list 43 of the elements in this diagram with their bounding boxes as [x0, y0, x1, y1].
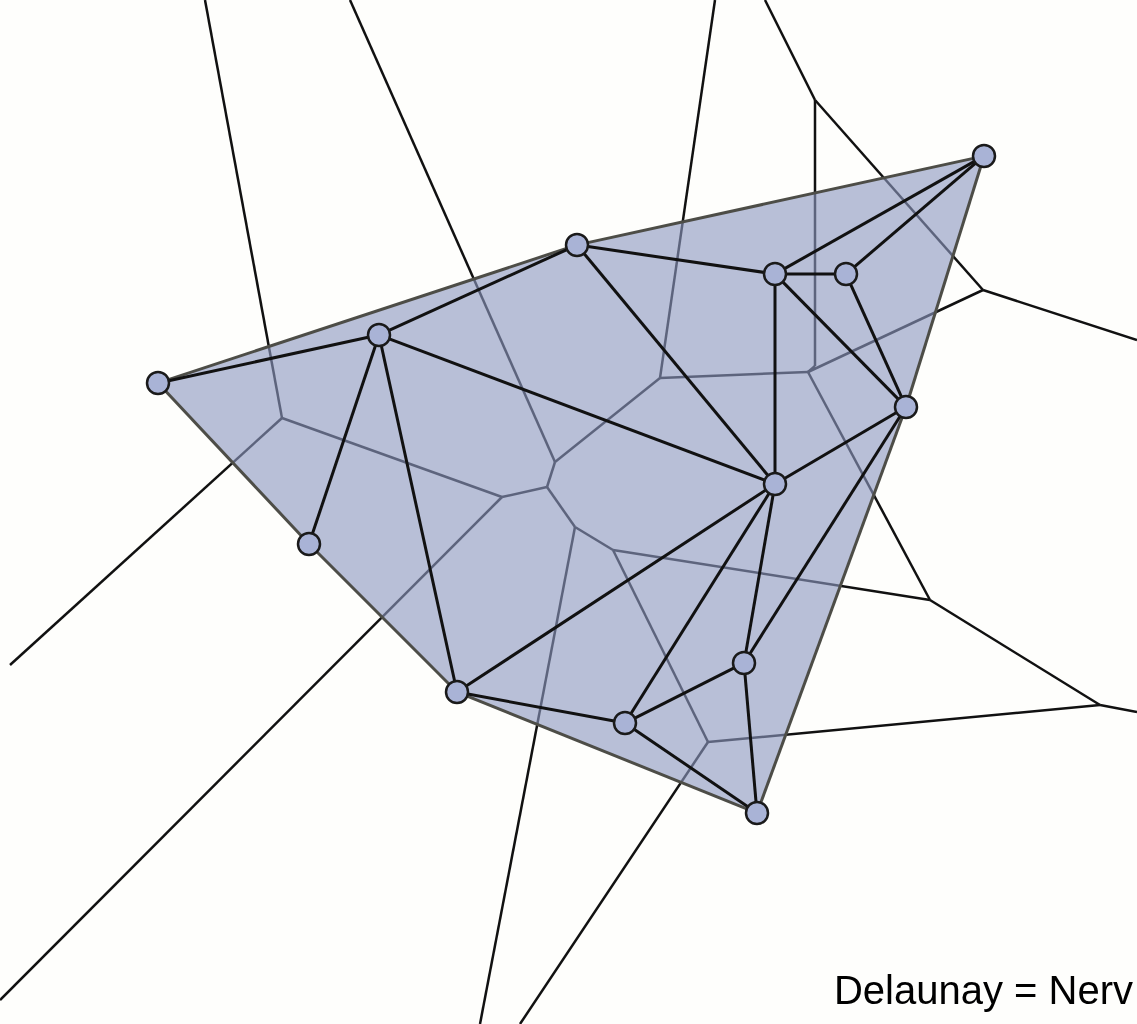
triangulation-edge	[786, 272, 835, 276]
triangulation-edge	[587, 245, 765, 274]
triangulation-edge	[634, 666, 735, 720]
triangulation-edge	[759, 416, 904, 804]
triangulation-edge	[164, 390, 303, 537]
triangulation-edge	[781, 280, 900, 401]
triangulation-edge	[629, 492, 771, 715]
triangulation-edge	[311, 344, 377, 535]
triangulation-edge	[783, 411, 898, 480]
triangulation-edge	[315, 550, 451, 686]
triangulation-edge	[582, 252, 770, 477]
point-marker	[444, 679, 470, 705]
triangulation-edge	[633, 727, 749, 809]
triangulation-edge	[466, 694, 748, 811]
point-marker	[762, 471, 788, 497]
triangulation-edge	[773, 285, 777, 473]
point-marker	[744, 800, 770, 826]
triangulation-edge	[587, 156, 974, 245]
triangulation-edge	[748, 415, 902, 655]
triangulation-edge	[168, 335, 369, 383]
triangulation-edge	[907, 166, 983, 397]
point-marker	[612, 710, 638, 736]
point-marker	[833, 261, 859, 287]
triangulation-edge	[783, 160, 976, 270]
triangulation-edge	[388, 337, 766, 482]
triangulation-edge	[467, 692, 615, 723]
point-marker	[366, 322, 392, 348]
triangulation-edge	[853, 162, 977, 268]
point-marker	[296, 531, 322, 557]
point-marker	[893, 394, 919, 420]
point-marker	[731, 650, 757, 676]
point-marker	[762, 261, 788, 287]
triangulation-edge	[388, 248, 568, 332]
caption: Delaunay = Nerv	[833, 968, 1133, 1013]
point-marker	[971, 143, 997, 169]
triangulation-edge	[465, 488, 767, 688]
triangulation-edge	[743, 673, 758, 803]
triangulation-edge	[168, 247, 567, 381]
triangulation-edge	[744, 494, 775, 653]
triangulation-edge	[849, 283, 903, 398]
point-marker	[564, 232, 590, 258]
triangulation-edge	[379, 345, 457, 682]
point-marker	[145, 370, 171, 396]
